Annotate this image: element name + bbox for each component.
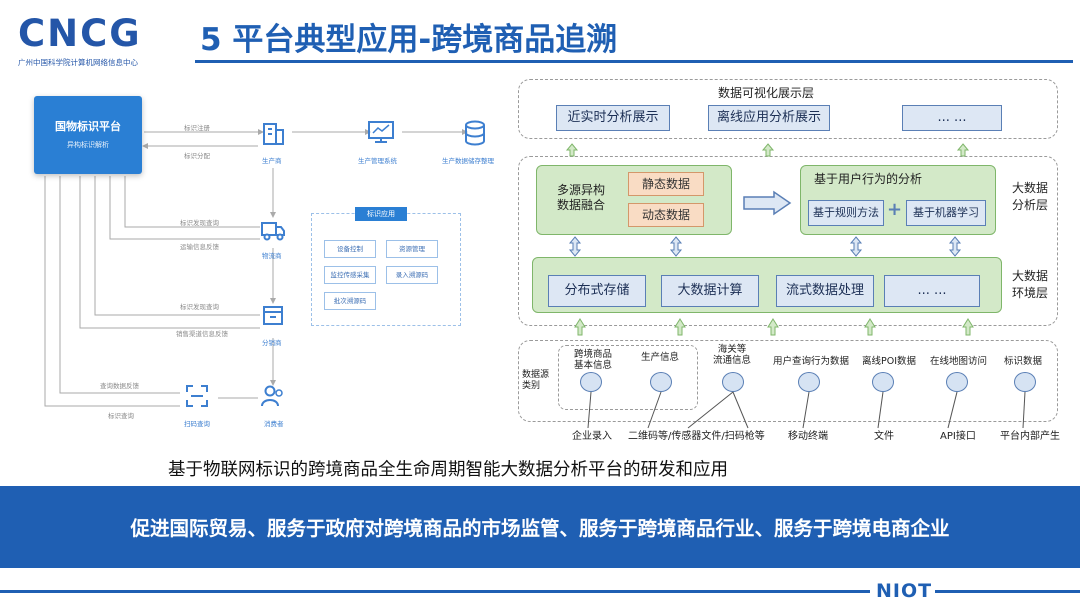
analysis-env-frame	[518, 156, 1058, 326]
source-cat-offline-poi: 离线POI数据	[862, 356, 917, 367]
diagram-caption: 基于物联网标识的跨境商品全生命周期智能大数据分析平台的研发和应用	[168, 460, 728, 480]
source-oval	[798, 372, 820, 392]
viz-layer-frame	[518, 79, 1058, 139]
footer-rule-left	[0, 590, 870, 593]
static-data-box: 静态数据	[628, 172, 704, 196]
env-box-more: ... ...	[884, 275, 980, 307]
source-cat-user-query: 用户查询行为数据	[773, 356, 850, 367]
env-box-big-data-compute: 大数据计算	[661, 275, 759, 307]
source-oval	[872, 372, 894, 392]
identity-platform-box: 国物标识平台 异构标识解析	[34, 96, 142, 174]
source-oval	[1014, 372, 1036, 392]
ml-method-box: 基于机器学习	[906, 200, 986, 226]
id-application-title: 标识应用	[355, 207, 407, 221]
consumer-icon	[260, 384, 286, 413]
monitor-icon	[367, 120, 394, 149]
source-oval	[722, 372, 744, 392]
source-oval	[650, 372, 672, 392]
scan-icon	[184, 384, 210, 413]
source-oval	[580, 372, 602, 392]
plus-icon: +	[887, 199, 903, 220]
viz-box-offline: 离线应用分析展示	[708, 105, 830, 131]
input-file: 文件	[874, 431, 894, 442]
source-cat-id-data: 标识数据	[1004, 356, 1043, 367]
viz-box-more: ... ...	[902, 105, 1002, 131]
dynamic-data-box: 动态数据	[628, 203, 704, 227]
node-storage-label: 生产数据储存整理	[442, 157, 494, 165]
viz-box-realtime: 近实时分析展示	[556, 105, 670, 131]
edge-label-query-1: 标识发现查询	[180, 219, 219, 227]
node-consumer-label: 消费者	[264, 420, 284, 428]
banner-text: 促进国际贸易、服务于政府对跨境商品的市场监管、服务于跨境商品行业、服务于跨境电商…	[130, 517, 950, 540]
analysis-layer-label: 大数据 分析层	[1012, 181, 1049, 212]
database-icon	[462, 120, 488, 151]
edge-label-data-feedback: 查询数据反馈	[100, 382, 139, 390]
fusion-label: 多源异构 数据融合	[557, 183, 606, 212]
source-input-lines	[587, 391, 1026, 429]
source-layer-frame	[518, 340, 1058, 422]
input-internal: 平台内部产生	[1000, 431, 1060, 442]
source-cat-customs: 海关等 流通信息	[713, 344, 752, 366]
bottom-banner	[0, 486, 1080, 568]
edge-label-transport: 运输信息反馈	[180, 243, 219, 251]
footer-rule-right	[935, 590, 1080, 593]
source-cat-online-map: 在线地图访问	[930, 356, 988, 367]
node-distributor-label: 分销商	[262, 339, 282, 347]
edge-label-query-2: 标识发现查询	[180, 303, 219, 311]
app-monitor-sensor[interactable]: 监控传感采集	[324, 266, 376, 284]
platform-title: 国物标识平台	[55, 120, 121, 133]
behavior-title: 基于用户行为的分析	[814, 172, 923, 186]
node-production-system-label: 生产管理系统	[358, 157, 397, 165]
app-resource-mgmt[interactable]: 资源管理	[386, 240, 438, 258]
edge-label-allocate: 标识分配	[184, 152, 210, 160]
layer-connector-arrows	[565, 143, 974, 336]
app-enter-trace-code[interactable]: 录入溯源码	[386, 266, 438, 284]
edge-label-register: 标识注册	[184, 124, 210, 132]
source-oval	[946, 372, 968, 392]
truck-icon	[260, 218, 286, 247]
page-title: 5 平台典型应用-跨境商品追溯	[200, 22, 618, 58]
right-arrow-icon	[743, 190, 792, 216]
env-layer-label: 大数据 环境层	[1012, 269, 1049, 300]
edge-label-sales: 销售渠道信息反馈	[176, 330, 228, 338]
node-scan-query-label: 扫码查询	[184, 420, 210, 428]
env-box-distributed-storage: 分布式存储	[548, 275, 646, 307]
rule-method-box: 基于规则方法	[808, 200, 884, 226]
input-mobile: 移动终端	[788, 431, 828, 442]
basic-info-group	[558, 345, 698, 410]
left-flow-connectors	[44, 129, 468, 407]
platform-subtitle: 异构标识解析	[67, 141, 109, 149]
app-device-control[interactable]: 设备控制	[324, 240, 376, 258]
box-icon	[260, 303, 286, 332]
source-cat-production: 生产信息	[641, 352, 680, 363]
building-icon	[260, 120, 286, 151]
title-divider	[195, 60, 1073, 63]
niot-logo: NIOT	[876, 580, 933, 602]
logo-subtitle: 广州中国科学院计算机网络信息中心	[18, 58, 138, 67]
node-producer-label: 生产商	[262, 157, 282, 165]
viz-layer-title: 数据可视化展示层	[718, 86, 815, 100]
logo-mark: CNCG	[18, 12, 142, 55]
input-enterprise: 企业录入	[572, 431, 612, 442]
cncg-logo: CNCG 广州中国科学院计算机网络信息中心	[18, 14, 168, 74]
edge-label-id-query: 标识查询	[108, 412, 134, 420]
node-logistics-label: 物流商	[262, 252, 282, 260]
source-layer-label: 数据源 类别	[522, 370, 550, 391]
env-box-stream-processing: 流式数据处理	[776, 275, 874, 307]
source-cat-basic: 跨境商品 基本信息	[574, 349, 613, 371]
input-api: API接口	[940, 431, 976, 442]
app-batch-trace-code[interactable]: 批次溯源码	[324, 292, 376, 310]
input-qrcode-sensor: 二维码等/传感器文件/扫码枪等	[628, 431, 765, 442]
